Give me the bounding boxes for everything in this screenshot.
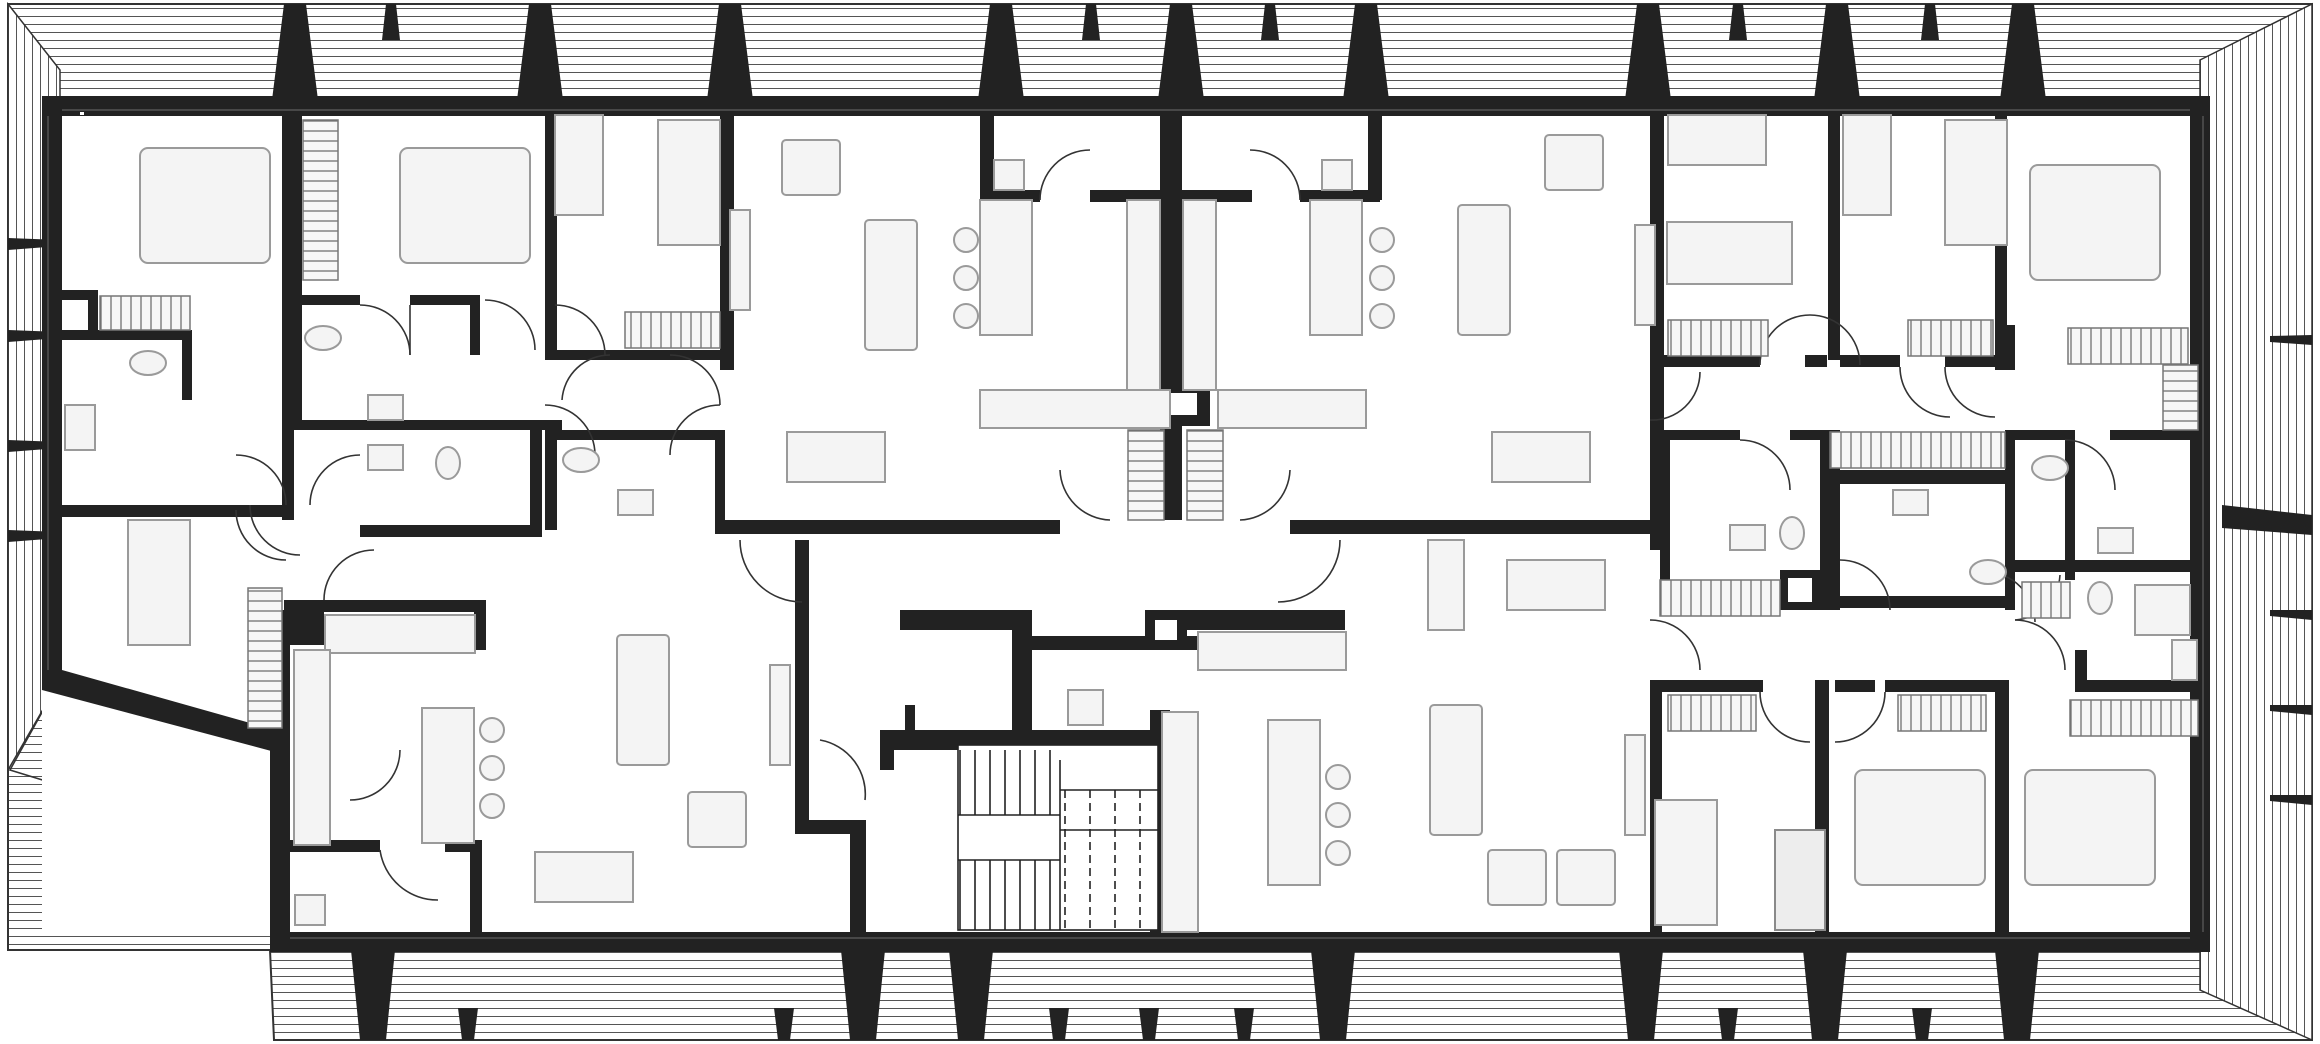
desks [554, 114, 1892, 836]
exterior-walls [42, 96, 2210, 952]
kitchen-counters [293, 199, 1367, 933]
beds [127, 119, 2161, 931]
stools [479, 227, 1395, 866]
sofas [616, 134, 1616, 906]
dining-tables [534, 431, 1606, 903]
door-swings [235, 149, 2116, 901]
stairwell [957, 744, 1160, 931]
window-frames [47, 109, 2204, 939]
facade-fins [8, 4, 2312, 1040]
bathroom-fixtures [64, 159, 2198, 926]
wardrobes [99, 119, 2199, 737]
